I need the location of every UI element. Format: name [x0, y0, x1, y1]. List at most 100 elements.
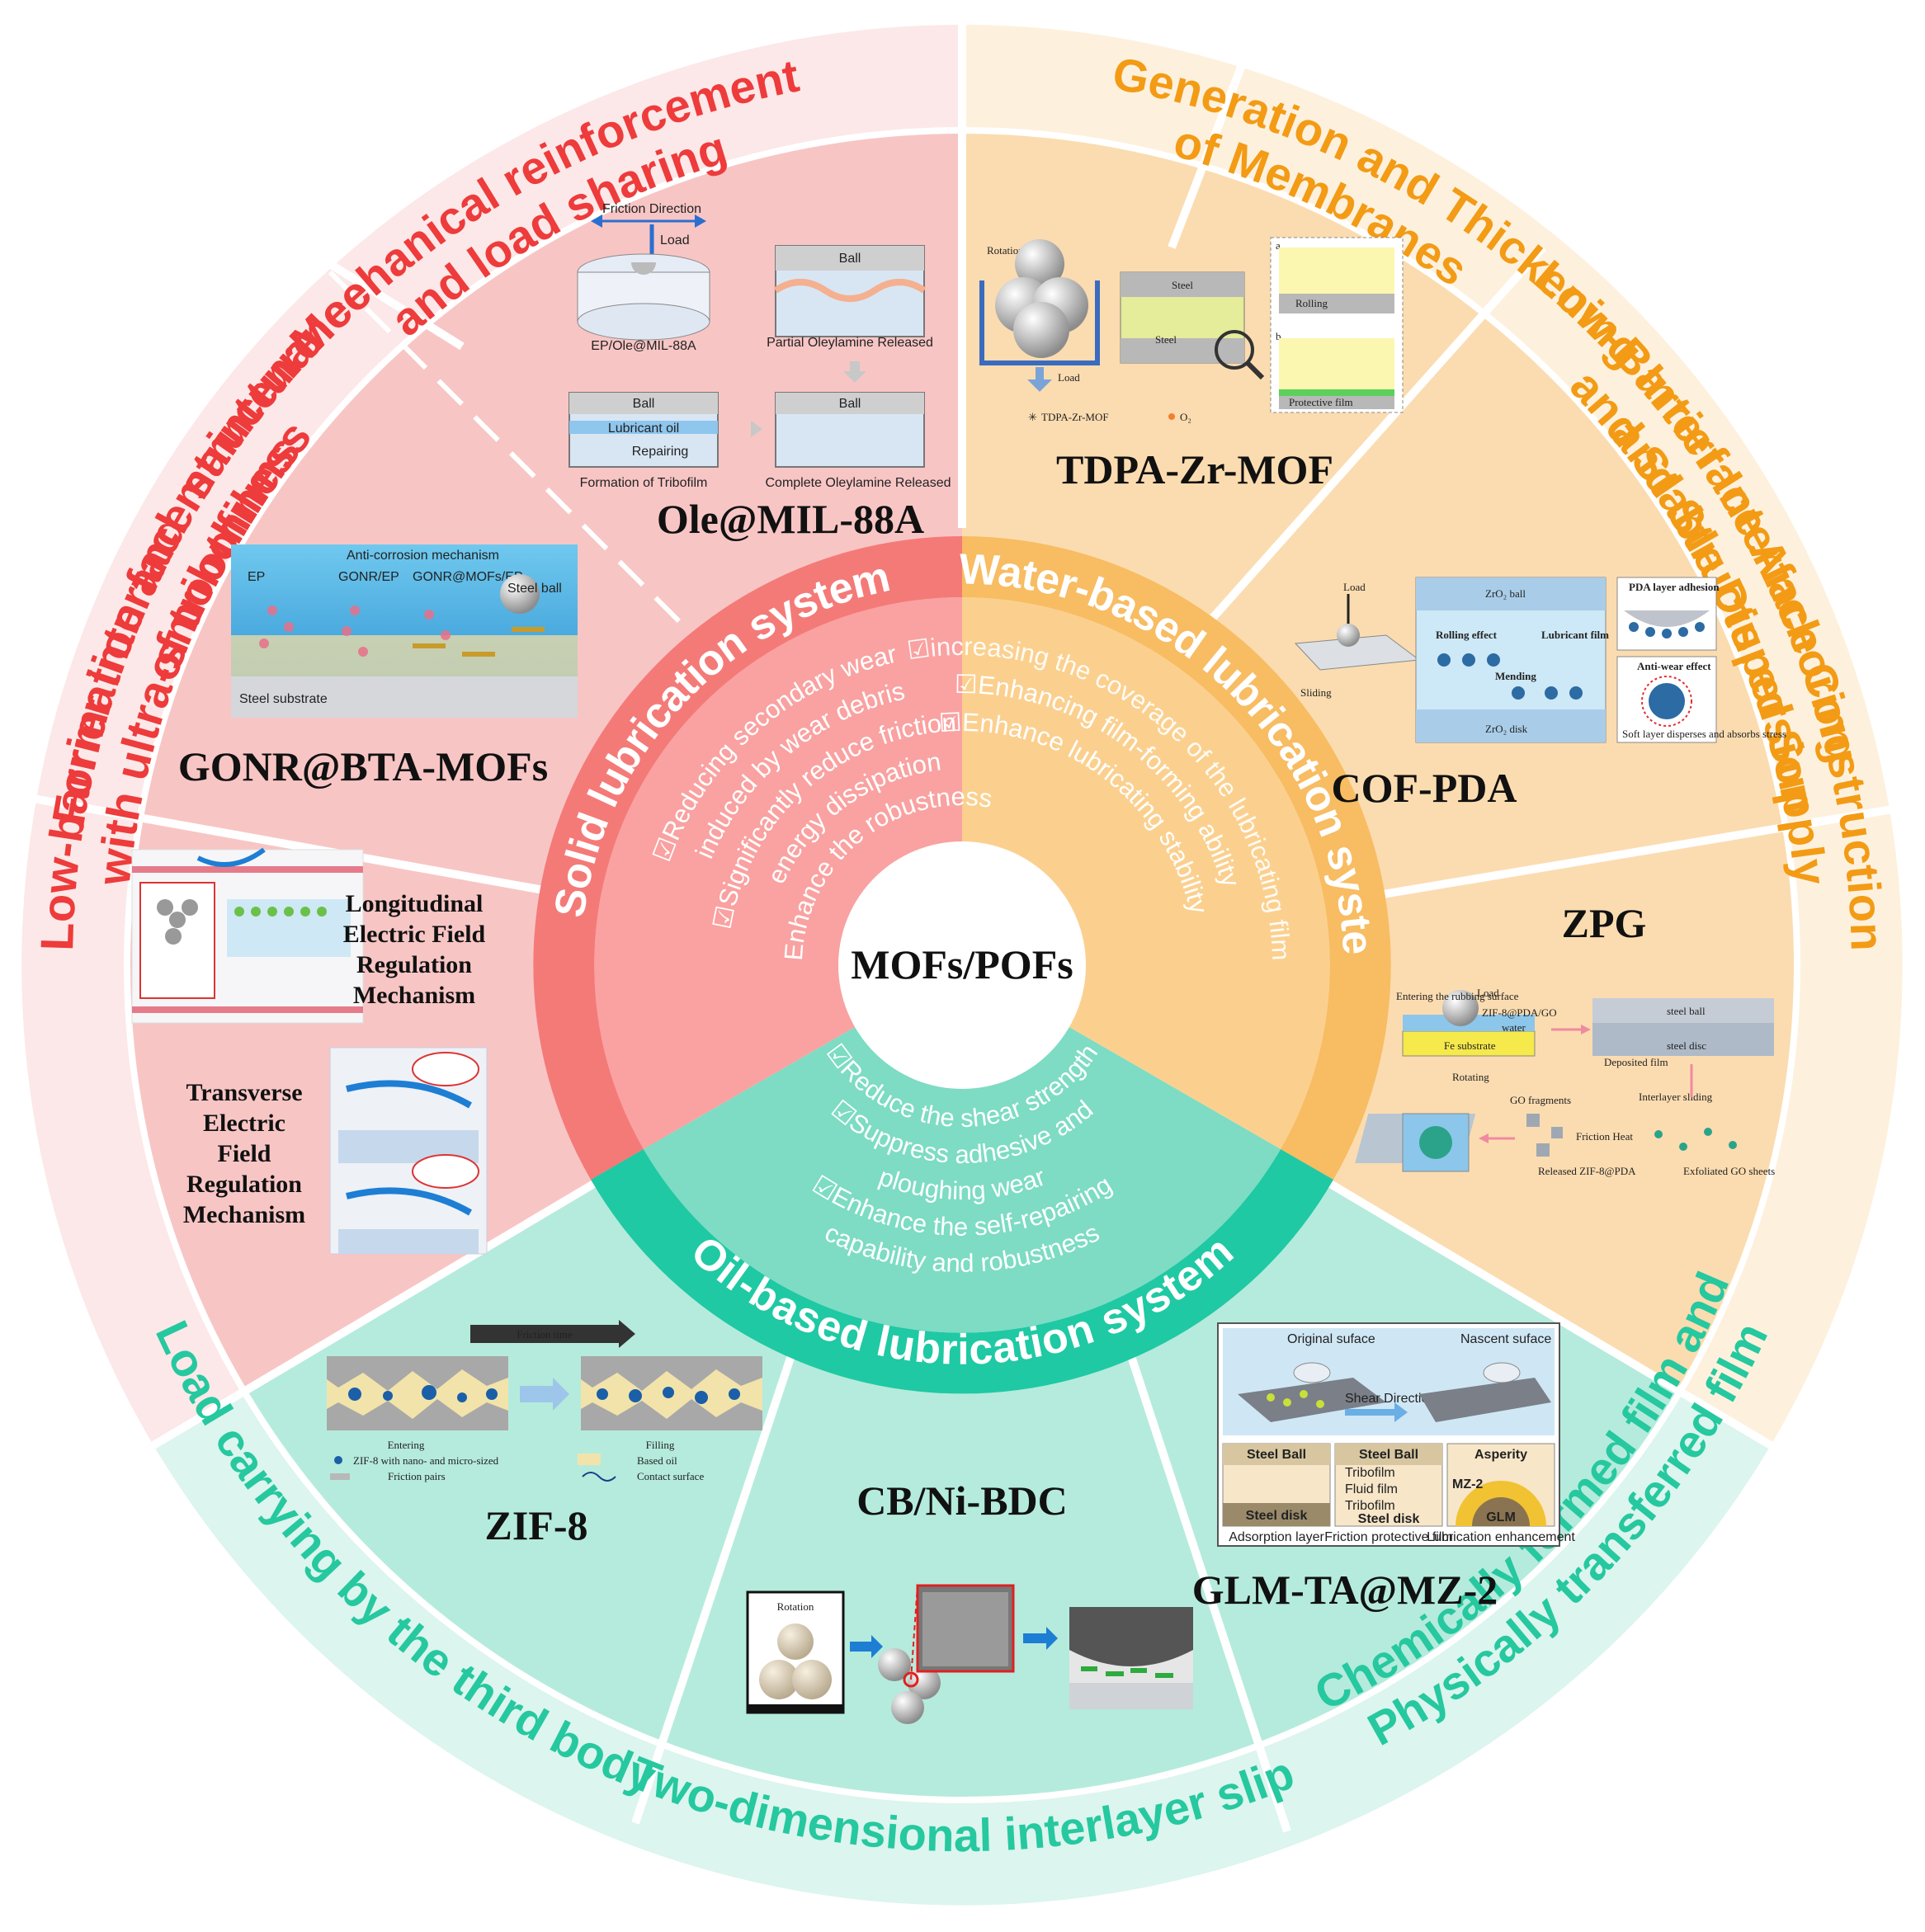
- svg-text:GONR@MOFs/EP: GONR@MOFs/EP: [413, 570, 523, 584]
- svg-text:Mending: Mending: [1495, 670, 1536, 682]
- svg-text:Fe substrate: Fe substrate: [1444, 1039, 1496, 1052]
- system-ring: [533, 536, 1391, 1394]
- svg-text:✳: ✳: [1028, 411, 1037, 423]
- svg-text:ZIF-8 with nano- and micro-siz: ZIF-8 with nano- and micro-sized: [353, 1454, 499, 1467]
- svg-text:Steel disk: Steel disk: [1246, 1509, 1308, 1523]
- figure-cof: Load Sliding ZrO₂ ball ZrO₂ disk Rolling…: [1294, 577, 1786, 743]
- svg-text:Interlayer sliding: Interlayer sliding: [1639, 1091, 1713, 1103]
- figure-gonr: Anti-corrosion mechanism EP GONR/EP GONR…: [231, 544, 578, 718]
- svg-text:Partial Oleylamine Released: Partial Oleylamine Released: [767, 336, 933, 350]
- svg-text:Based oil: Based oil: [637, 1454, 677, 1467]
- svg-text:MZ-2: MZ-2: [1452, 1477, 1483, 1491]
- figure-cb-ni-bdc: Rotation: [746, 1584, 1193, 1724]
- svg-text:Steel disk: Steel disk: [1358, 1512, 1420, 1526]
- svg-text:Longitudinal: Longitudinal: [346, 890, 484, 917]
- svg-text:Tribofilm: Tribofilm: [1345, 1499, 1395, 1513]
- material-ole-mil88a: Ole@MIL-88A: [657, 496, 924, 542]
- system-ring-oil: [591, 1149, 1333, 1394]
- svg-text:Lubricant oil: Lubricant oil: [608, 422, 679, 436]
- material-cof: COF-PDA: [1332, 765, 1517, 811]
- svg-text:a: a: [1276, 239, 1281, 252]
- svg-text:Filling: Filling: [646, 1439, 675, 1451]
- svg-text:Steel ball: Steel ball: [507, 582, 562, 596]
- svg-text:GLM: GLM: [1486, 1510, 1516, 1524]
- svg-text:Friction protective film: Friction protective film: [1324, 1530, 1453, 1544]
- svg-text:Ball: Ball: [633, 397, 655, 411]
- material-zif8: ZIF-8: [485, 1502, 588, 1548]
- material-zpg: ZPG: [1562, 900, 1647, 946]
- svg-text:Rolling effect: Rolling effect: [1436, 629, 1498, 641]
- svg-text:Formation of Tribofilm: Formation of Tribofilm: [580, 476, 708, 490]
- svg-text:GONR/EP: GONR/EP: [338, 570, 399, 584]
- svg-text:Anti-corrosion mechanism: Anti-corrosion mechanism: [347, 549, 499, 563]
- center-label: MOFs/POFs: [851, 941, 1073, 987]
- svg-text:Deposited film: Deposited film: [1604, 1056, 1668, 1068]
- svg-text:Soft layer disperses and absor: Soft layer disperses and absorbs stress: [1622, 728, 1786, 740]
- svg-text:Protective film: Protective film: [1289, 396, 1353, 408]
- svg-text:Rotation: Rotation: [777, 1600, 814, 1613]
- svg-text:Entering: Entering: [388, 1439, 425, 1451]
- svg-text:steel disc: steel disc: [1667, 1039, 1706, 1052]
- svg-text:Released ZIF-8@PDA: Released ZIF-8@PDA: [1538, 1165, 1636, 1177]
- svg-text:Load: Load: [660, 233, 690, 247]
- svg-text:Rolling: Rolling: [1295, 297, 1328, 309]
- svg-text:Sliding: Sliding: [1300, 686, 1332, 699]
- svg-text:Electric Field: Electric Field: [343, 921, 486, 948]
- svg-text:Friction Direction: Friction Direction: [602, 202, 701, 216]
- svg-text:steel ball: steel ball: [1667, 1005, 1706, 1017]
- svg-text:Fluid film: Fluid film: [1345, 1482, 1398, 1496]
- svg-text:Nascent suface: Nascent suface: [1460, 1332, 1551, 1346]
- mechanism-transverse: Transverse Electric Field Regulation Mec…: [183, 1079, 305, 1228]
- svg-text:Electric: Electric: [203, 1110, 285, 1137]
- svg-text:water: water: [1502, 1021, 1526, 1034]
- material-tdpa: TDPA-Zr-MOF: [1056, 446, 1333, 492]
- system-ring-water: [962, 536, 1391, 1180]
- svg-text:Adsorption layer: Adsorption layer: [1229, 1530, 1324, 1544]
- svg-text:ZIF-8@PDA/GO: ZIF-8@PDA/GO: [1482, 1006, 1557, 1019]
- figure-electric-field: [131, 847, 488, 1255]
- system-ring-solid: [533, 536, 962, 1180]
- material-cb-ni-bdc: CB/Ni-BDC: [856, 1477, 1068, 1524]
- figure-ole-mil88a: Friction Direction Load EP/Ole@MIL-88A B…: [569, 202, 951, 490]
- svg-text:b: b: [1276, 330, 1281, 342]
- svg-text:Steel: Steel: [1155, 333, 1177, 346]
- svg-text:Mechanism: Mechanism: [183, 1201, 305, 1228]
- svg-text:Exfoliated GO sheets: Exfoliated GO sheets: [1683, 1165, 1775, 1177]
- svg-text:EP/Ole@MIL-88A: EP/Ole@MIL-88A: [591, 339, 696, 353]
- dashed-divider: [328, 270, 687, 629]
- svg-text:ZrO₂ ball: ZrO₂ ball: [1485, 587, 1526, 600]
- figure-zpg: Entering the rubbing surface Load ZIF-8@…: [1355, 987, 1775, 1177]
- svg-text:Load: Load: [1058, 371, 1080, 384]
- svg-text:Rotating: Rotating: [1452, 1071, 1489, 1083]
- figure-zif8: Friction time Entering Filling ZIF-8 wit…: [327, 1320, 762, 1482]
- svg-text:Friction time: Friction time: [517, 1328, 573, 1341]
- svg-text:Lubricant film: Lubricant film: [1541, 629, 1609, 641]
- svg-text:Load: Load: [1477, 987, 1499, 999]
- svg-text:Transverse: Transverse: [186, 1079, 302, 1106]
- svg-text:O₂: O₂: [1180, 411, 1191, 423]
- material-glm: GLM-TA@MZ-2: [1192, 1567, 1498, 1613]
- svg-text:Original suface: Original suface: [1287, 1332, 1375, 1346]
- svg-text:PDA layer adhesion: PDA layer adhesion: [1629, 581, 1720, 593]
- svg-text:Regulation: Regulation: [356, 951, 472, 978]
- svg-text:GO fragments: GO fragments: [1510, 1094, 1571, 1106]
- svg-text:Steel: Steel: [1172, 279, 1193, 291]
- svg-text:Entering the rubbing surface: Entering the rubbing surface: [1396, 990, 1519, 1002]
- figure-tdpa: Rotation Load Steel Steel a Rolling b Pr…: [979, 237, 1404, 423]
- svg-text:Friction pairs: Friction pairs: [388, 1470, 446, 1482]
- svg-text:TDPA-Zr-MOF: TDPA-Zr-MOF: [1041, 411, 1109, 423]
- svg-text:Load: Load: [1343, 581, 1366, 593]
- svg-text:Anti-wear effect: Anti-wear effect: [1637, 660, 1711, 672]
- svg-text:Asperity: Asperity: [1474, 1448, 1527, 1462]
- svg-text:Shear Direction: Shear Direction: [1345, 1392, 1436, 1406]
- svg-text:Complete Oleylamine Released: Complete Oleylamine Released: [766, 476, 951, 490]
- figure-glm: Original suface Nascent suface Shear Dir…: [1217, 1322, 1575, 1547]
- mechanism-longitudinal: Longitudinal Electric Field Regulation M…: [343, 890, 486, 1009]
- svg-text:EP: EP: [248, 570, 265, 584]
- svg-text:Rotation: Rotation: [987, 244, 1024, 257]
- svg-text:Friction Heat: Friction Heat: [1576, 1130, 1633, 1143]
- svg-text:Steel Ball: Steel Ball: [1359, 1448, 1418, 1462]
- center-circle: [838, 841, 1086, 1089]
- svg-text:Repairing: Repairing: [632, 445, 688, 459]
